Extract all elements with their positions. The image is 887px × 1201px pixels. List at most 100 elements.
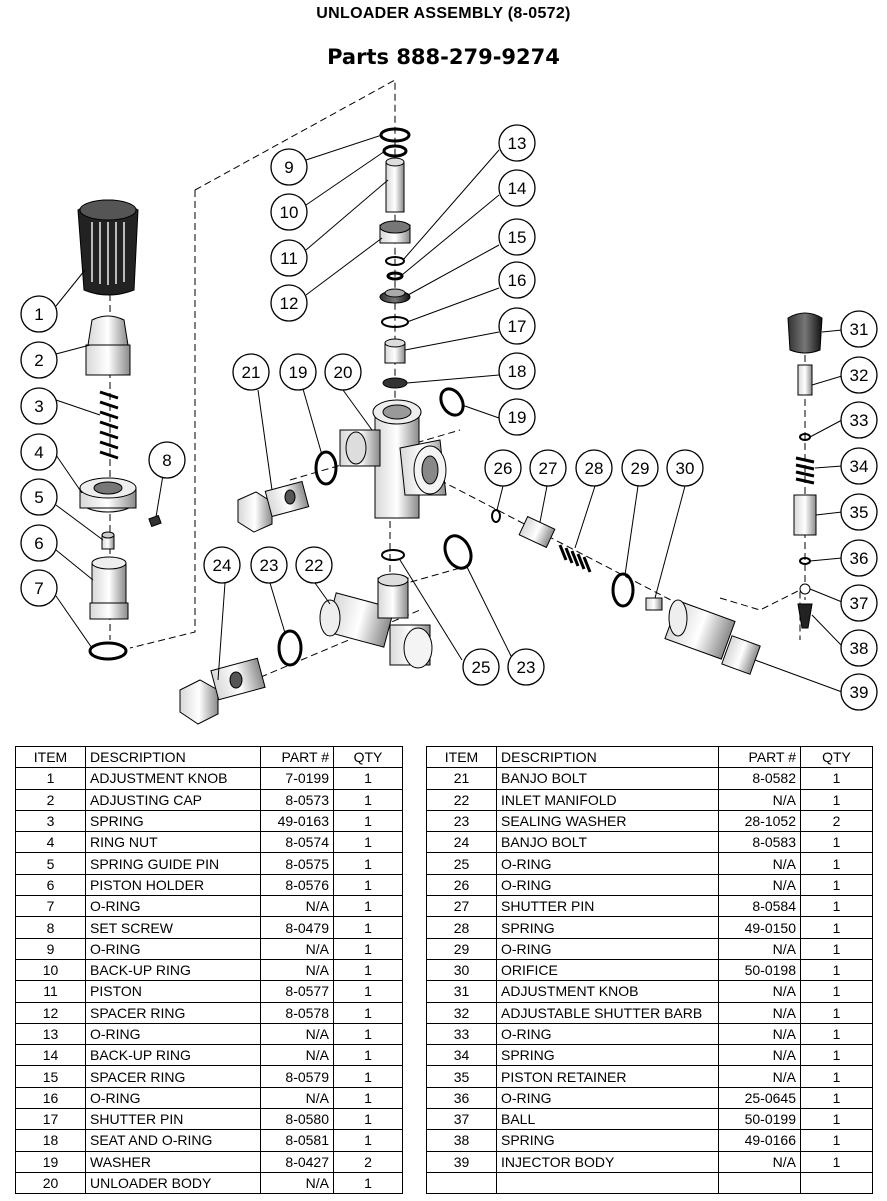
cell-item: 9 — [15, 937, 86, 960]
cell-item: 13 — [15, 1022, 86, 1046]
adjustment-knob-part — [77, 199, 139, 296]
cell-item: 28 — [426, 916, 497, 939]
unloader-body-part — [339, 399, 447, 519]
cell-part-number: 49-0163 — [260, 809, 334, 833]
svg-text:2: 2 — [34, 351, 43, 370]
cell-item: 27 — [426, 895, 497, 918]
cell-description: ADJUSTABLE SHUTTER BARB — [496, 1001, 719, 1024]
callout-12: 12 — [270, 284, 308, 322]
svg-text:38: 38 — [850, 639, 869, 658]
callout-29: 29 — [621, 449, 659, 487]
cell-description: SET SCREW — [85, 916, 261, 939]
cell-part-number: 25-0645 — [718, 1086, 801, 1110]
cell-part-number: N/A — [260, 937, 334, 960]
cell-item: 31 — [426, 980, 497, 1003]
cell-item: 14 — [15, 1044, 86, 1067]
cell-part-number: N/A — [260, 958, 334, 982]
cell-part-number: 8-0574 — [260, 831, 334, 854]
cell-qty: 1 — [333, 937, 403, 960]
cell-qty: 1 — [333, 1108, 403, 1131]
cell-item: 2 — [15, 788, 86, 811]
cell-qty: 1 — [800, 980, 873, 1003]
cell-description: SHUTTER PIN — [496, 895, 719, 918]
cell-item: 23 — [426, 809, 497, 833]
piston-holder-part — [89, 556, 129, 620]
cell-item: 12 — [15, 1001, 86, 1024]
cell-part-number: 49-0150 — [718, 916, 801, 939]
cell-qty: 2 — [333, 1150, 403, 1173]
cell-item: 35 — [426, 1065, 497, 1088]
cell-description: O-RING — [496, 1086, 719, 1110]
callout-19-right: 19 — [498, 398, 536, 436]
callout-20: 20 — [324, 353, 362, 391]
svg-text:1: 1 — [34, 305, 43, 324]
cell-part-number: 8-0427 — [260, 1150, 334, 1173]
cell-part-number: 8-0479 — [260, 916, 334, 939]
cell-qty: 1 — [800, 916, 873, 939]
cell-part-number: 49-0166 — [718, 1129, 801, 1152]
cell-part-number: N/A — [718, 788, 801, 811]
washer-19-parts — [314, 387, 465, 486]
cell-part-number: N/A — [260, 1171, 334, 1195]
set-screw-part — [148, 514, 162, 528]
callout-18: 18 — [498, 352, 536, 390]
callout-2: 2 — [20, 341, 58, 379]
svg-text:9: 9 — [284, 158, 293, 177]
cell-item: 3 — [15, 809, 86, 833]
cell-item: 20 — [15, 1171, 86, 1195]
cell-qty: 1 — [800, 1150, 873, 1173]
cell-qty: 1 — [333, 1129, 403, 1152]
cell-description: O-RING — [85, 937, 261, 960]
svg-text:23: 23 — [517, 658, 536, 677]
cell-part-number — [718, 1171, 801, 1195]
cell-qty: 1 — [800, 1044, 873, 1067]
cell-description: O-RING — [85, 1022, 261, 1046]
cell-description: SPACER RING — [85, 1065, 261, 1088]
cell-qty: 1 — [333, 767, 403, 790]
callout-4: 4 — [20, 433, 58, 471]
cell-item: 10 — [15, 958, 86, 982]
cell-description: PISTON HOLDER — [85, 873, 261, 897]
header-part-number: PART # — [718, 745, 801, 769]
svg-text:37: 37 — [850, 594, 869, 613]
table-header-row: ITEM DESCRIPTION PART # QTY — [426, 745, 873, 769]
callout-28: 28 — [575, 449, 613, 487]
cell-qty: 1 — [333, 809, 403, 833]
callout-16: 16 — [498, 261, 536, 299]
cell-description: ORIFICE — [496, 958, 719, 982]
svg-text:13: 13 — [508, 134, 527, 153]
svg-text:27: 27 — [539, 459, 558, 478]
cell-item: 16 — [15, 1086, 86, 1110]
cell-qty: 1 — [333, 1022, 403, 1046]
callout-34: 34 — [840, 447, 878, 485]
header-description: DESCRIPTION — [496, 745, 719, 769]
sealing-washer-23-parts — [277, 534, 473, 667]
cell-part-number: N/A — [260, 895, 334, 918]
cell-part-number: 8-0584 — [718, 895, 801, 918]
cell-qty: 1 — [800, 1129, 873, 1152]
cell-part-number: 8-0576 — [260, 873, 334, 897]
cell-item: 32 — [426, 1001, 497, 1024]
cell-item: 24 — [426, 831, 497, 854]
cell-part-number: N/A — [718, 852, 801, 875]
banjo-bolt-21-part — [237, 480, 310, 533]
svg-text:22: 22 — [305, 556, 324, 575]
